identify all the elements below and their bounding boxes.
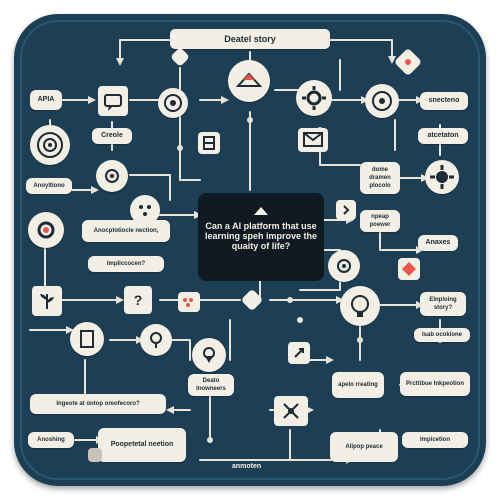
label-elnploing: Elnploing story? [420,292,466,316]
eye-icon [158,88,188,118]
diagram-title: Deatel story [170,29,330,49]
label-anmoten: anmoten [232,463,262,470]
link-icon [288,342,310,364]
diamond-icon[interactable] [393,47,423,77]
target-icon [30,125,70,165]
question-icon: ? [124,286,152,314]
label-creole: Creole [92,128,132,144]
board-border [20,20,480,480]
label-anoshing: Anoshing [28,432,74,448]
label-atcetaton: atcetaton [418,128,468,144]
label-anaxes: Anaxes [418,235,458,251]
label-alipop: Alipop peace [330,432,398,462]
label-impicion: Impicetion [402,432,468,448]
label-poopeteal: Poopetetal neetion [98,428,186,462]
gear-icon [28,212,64,248]
central-question: Can a AI platform that use learning speh… [198,193,324,281]
chat-icon [98,86,128,116]
central-question-text: Can a AI platform that use learning speh… [204,221,318,251]
lightbulb-icon-small [140,324,172,356]
network-icon [274,396,308,426]
label-anoptictone: Anocptotiocle nection, [82,220,170,242]
label-anoyltiono: Anoyltiono [26,178,72,194]
bug-icon [96,160,128,192]
label-impliccocen: Impliccocen? [88,256,164,272]
message-icon [298,128,328,152]
key-icon [328,250,360,282]
small-square-icon [88,448,102,462]
label-practitioe: Prcttibue Inkpeotion [400,372,470,396]
diamond-icon-right[interactable] [398,258,420,280]
label-apelo: apelo rreating [332,372,384,398]
lightbulb-icon [340,286,380,326]
gear-icon-right [425,160,459,194]
ladder-icon [198,132,220,154]
plant-icon [32,286,62,316]
label-lsab: Isab ocokione [414,328,470,342]
label-snecteno: snecteno [420,92,468,110]
target-icon-right [365,84,399,118]
mountain-icon [228,60,270,102]
svg-text:?: ? [134,292,143,308]
label-done-dramen: dome dramen plocolo [360,162,400,194]
label-apia: APIA [30,90,62,110]
code-icon [336,200,356,220]
label-pleap-pouer: npeap poewer [360,210,400,232]
dots-icon [178,292,200,312]
label-ingpote: Ingeote at ontop oreofecoro? [30,394,166,414]
up-arrow-icon [254,207,268,215]
clipboard-icon [70,322,104,356]
settings-icon [296,80,332,116]
pin-icon [192,338,226,372]
label-deoto: Deato Inowneers [188,374,234,396]
